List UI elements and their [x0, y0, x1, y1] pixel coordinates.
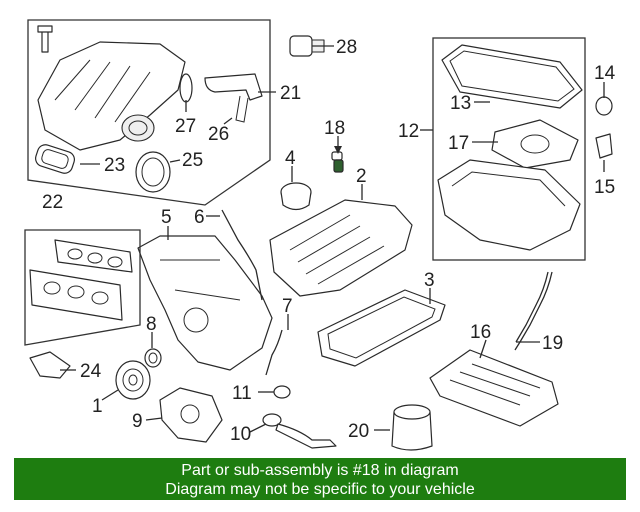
part-4-cap — [280, 182, 312, 211]
oil-pan-group-box — [432, 37, 586, 261]
callout-4: 4 — [285, 148, 296, 169]
part-13-gasket — [441, 44, 583, 109]
part-3-gasket — [317, 289, 446, 367]
callout-25: 25 — [182, 150, 203, 171]
callout-7: 7 — [282, 296, 293, 317]
callout-12: 12 — [398, 121, 419, 142]
part-22-gasket-lower — [29, 269, 123, 321]
callout-28: 28 — [336, 37, 357, 58]
part-7-gasket — [265, 329, 283, 376]
callout-19: 19 — [542, 333, 563, 354]
banner-line-2: Diagram may not be specific to your vehi… — [165, 481, 475, 498]
callout-8: 8 — [146, 314, 157, 335]
callout-6: 6 — [194, 207, 205, 228]
part-27-ring — [179, 73, 193, 103]
part-15-clip — [595, 133, 613, 159]
intake-manifold — [37, 41, 186, 151]
leader-lines — [60, 45, 605, 433]
oil-pan — [437, 159, 581, 251]
callout-24: 24 — [80, 361, 102, 382]
banner-line-1: Part or sub-assembly is #18 in diagram — [181, 462, 459, 479]
part-18 — [331, 151, 344, 173]
part-17-plate — [491, 119, 579, 169]
part-16-windage-tray — [429, 349, 559, 427]
part-24-gasket — [29, 351, 71, 379]
part-26-tube — [204, 73, 263, 101]
part-25-gasket — [135, 151, 171, 193]
part-23-gasket — [35, 144, 75, 174]
callout-26: 26 — [208, 124, 229, 145]
arrow-18-icon — [334, 146, 342, 154]
callout-5: 5 — [161, 207, 172, 228]
callout-22: 22 — [42, 192, 63, 213]
info-banner: Part or sub-assembly is #18 in diagram D… — [14, 458, 626, 500]
callouts: 28 21 27 26 23 25 18 4 2 6 5 22 3 7 8 24… — [42, 37, 616, 445]
part-9-oil-pump — [159, 387, 223, 443]
part-14-plug — [595, 96, 613, 116]
callout-11: 11 — [232, 383, 252, 404]
callout-14: 14 — [594, 63, 616, 84]
part-19-dipstick-tube — [514, 271, 553, 351]
callout-20: 20 — [348, 421, 369, 442]
part-2-valve-cover — [269, 199, 413, 297]
part-10-pickup-tube — [262, 413, 337, 449]
gasket-group-box — [24, 229, 141, 346]
part-22-gasket-upper — [54, 239, 133, 273]
callout-3: 3 — [424, 270, 435, 291]
manifold-bolt — [37, 25, 53, 53]
callout-2: 2 — [356, 166, 367, 187]
callout-10: 10 — [230, 424, 251, 445]
part-5-timing-cover — [137, 235, 273, 371]
part-11-oring — [273, 385, 291, 399]
part-6-gasket — [221, 209, 263, 301]
callout-18: 18 — [324, 118, 345, 139]
callout-15: 15 — [594, 177, 615, 198]
part-20-oil-filter — [391, 404, 433, 451]
part-8-seal — [144, 348, 162, 368]
callout-1: 1 — [92, 396, 103, 417]
callout-23: 23 — [104, 155, 125, 176]
intake-group-box — [27, 19, 271, 206]
part-1-pulley — [115, 360, 151, 400]
callout-13: 13 — [450, 93, 471, 114]
callout-9: 9 — [132, 411, 143, 432]
callout-27: 27 — [175, 116, 196, 137]
callout-16: 16 — [470, 322, 491, 343]
callout-17: 17 — [448, 133, 469, 154]
callout-21: 21 — [280, 83, 301, 104]
